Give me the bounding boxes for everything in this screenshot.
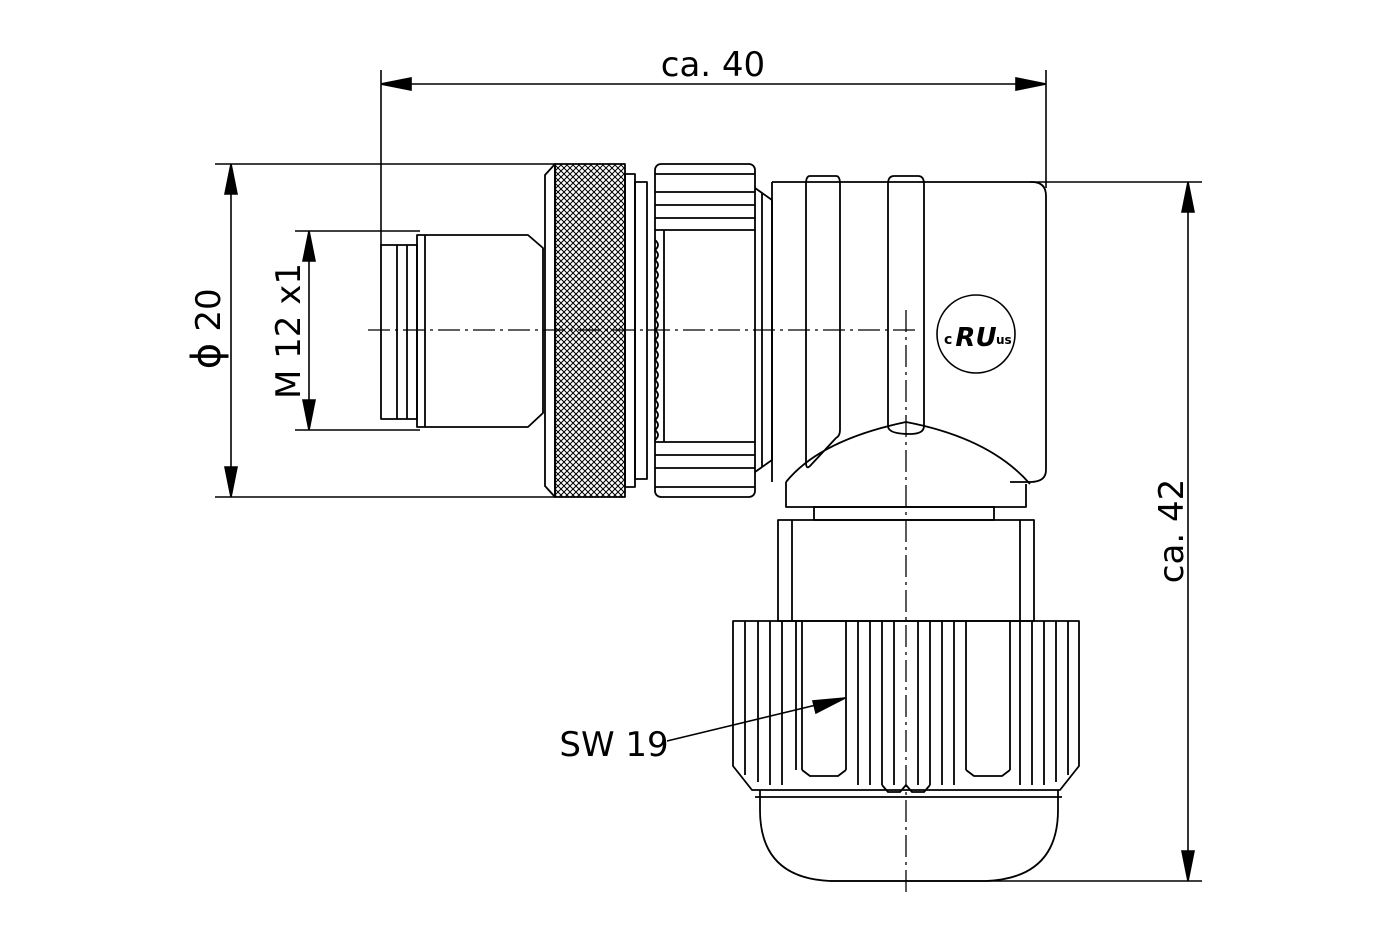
thread-pin [380,234,544,428]
width-dimension-label: ca. 40 [661,45,765,85]
ribbed-nut [654,163,773,498]
angled-housing [771,175,1047,521]
height-dimension-label: ca. 42 [1152,479,1192,583]
cert-mark-right: us [996,333,1012,347]
center-lines [368,310,915,895]
gland-nut [732,620,1080,793]
knurled-coupling-nut [544,163,648,498]
thread-dimension [295,230,420,431]
diameter-symbol: ϕ [184,343,230,369]
diameter-dimension [215,163,555,498]
ul-certification-mark: c RU us [936,294,1016,374]
width-dimension [380,70,1047,245]
diameter-value: 20 [189,288,229,331]
connector-body [380,163,1080,882]
thread-dimension-label: M 12 x1 [269,263,309,399]
diameter-dimension-label: ϕ 20 [184,288,230,369]
cert-mark-left: c [944,332,952,348]
height-dimension [830,181,1202,882]
seal-dome [755,790,1062,882]
wrench-size-leader [666,697,846,742]
wrench-size-label: SW 19 [559,725,668,765]
cert-mark-center: RU [955,323,996,353]
